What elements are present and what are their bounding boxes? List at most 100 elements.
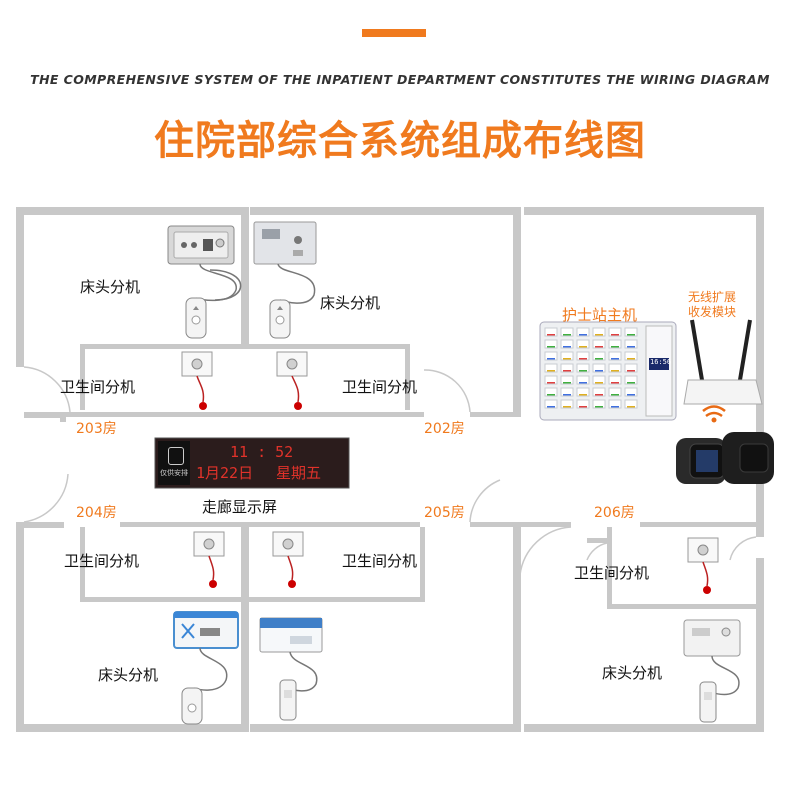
nurse-host-indicator bbox=[627, 394, 635, 396]
nurse-host-indicator bbox=[563, 370, 571, 372]
nurse-host-key bbox=[592, 327, 606, 337]
nurse-host-key bbox=[592, 363, 606, 373]
nurse-host-key bbox=[624, 351, 638, 361]
nurse-host-indicator bbox=[563, 406, 571, 408]
nurse-host-indicator bbox=[579, 334, 587, 336]
nurse-host-key bbox=[560, 339, 574, 349]
nurse-host-indicator bbox=[627, 346, 635, 348]
led-date: 1月22日 bbox=[196, 464, 254, 482]
nurse-host-indicator bbox=[547, 334, 555, 336]
nurse-host-indicator bbox=[595, 394, 603, 396]
nurse-host-indicator bbox=[579, 370, 587, 372]
led-weekday: 星期五 bbox=[276, 464, 322, 482]
wireless-label-line2: 收发模块 bbox=[688, 305, 737, 319]
room-label-203: 203房 bbox=[76, 421, 117, 437]
led-logo-text: 仅供安排 bbox=[160, 469, 188, 477]
nurse-host-indicator bbox=[595, 334, 603, 336]
nurse-host-key bbox=[576, 339, 590, 349]
bedside-label-203: 床头分机 bbox=[80, 278, 141, 296]
accent-bar bbox=[362, 29, 426, 37]
bedside-label-206: 床头分机 bbox=[602, 664, 663, 682]
nurse-host-indicator bbox=[611, 346, 619, 348]
nurse-host-indicator bbox=[563, 358, 571, 360]
nurse-host-key bbox=[544, 327, 558, 337]
nurse-host-key bbox=[560, 387, 574, 397]
nurse-host-key bbox=[624, 363, 638, 373]
bathroom-label-204: 卫生间分机 bbox=[64, 552, 140, 570]
nurse-host-key bbox=[576, 399, 590, 409]
nurse-host-indicator bbox=[595, 370, 603, 372]
nurse-host-key bbox=[576, 327, 590, 337]
nurse-host-key bbox=[592, 399, 606, 409]
wireless-label-line1: 无线扩展 bbox=[688, 290, 737, 304]
room-label-202: 202房 bbox=[424, 421, 465, 437]
nurse-host-key bbox=[608, 327, 622, 337]
nurse-host-indicator bbox=[627, 358, 635, 360]
nurse-host-key bbox=[624, 399, 638, 409]
nurse-host-key bbox=[544, 375, 558, 385]
nurse-host-screen-time: 16:56 bbox=[650, 358, 672, 366]
nurse-host-key bbox=[608, 375, 622, 385]
nurse-host-key bbox=[624, 375, 638, 385]
door-swings bbox=[23, 366, 757, 576]
corridor-display-label: 走廊显示屏 bbox=[202, 498, 278, 516]
nurse-host-key bbox=[576, 387, 590, 397]
bedside-unit-205 bbox=[259, 617, 323, 721]
nurse-host-key bbox=[576, 351, 590, 361]
nurse-host-key bbox=[624, 339, 638, 349]
nurse-host-indicator bbox=[579, 346, 587, 348]
walls bbox=[16, 207, 764, 732]
bedside-label-204: 床头分机 bbox=[98, 666, 159, 684]
bedside-unit-203 bbox=[167, 225, 242, 339]
nurse-host-key bbox=[592, 375, 606, 385]
nurse-host-indicator bbox=[627, 382, 635, 384]
pull-cord-204 bbox=[193, 531, 225, 588]
nurse-host-key bbox=[560, 363, 574, 373]
smart-watches bbox=[676, 432, 774, 484]
nurse-host-indicator bbox=[579, 394, 587, 396]
pull-cord-203 bbox=[181, 351, 213, 410]
nurse-host-key bbox=[560, 375, 574, 385]
room-label-206: 206房 bbox=[594, 505, 635, 521]
pull-cord-206 bbox=[687, 537, 719, 594]
led-logo-icon bbox=[168, 447, 184, 465]
nurse-host-indicator bbox=[547, 406, 555, 408]
wireless-router bbox=[683, 319, 763, 423]
nurse-host-indicator bbox=[579, 406, 587, 408]
room-label-204: 204房 bbox=[76, 505, 117, 521]
nurse-host-indicator bbox=[611, 370, 619, 372]
nurse-host-key bbox=[544, 339, 558, 349]
nurse-host-indicator bbox=[579, 358, 587, 360]
nurse-host-key bbox=[592, 351, 606, 361]
nurse-host-key bbox=[608, 387, 622, 397]
nurse-host-indicator bbox=[627, 334, 635, 336]
nurse-host-key bbox=[560, 399, 574, 409]
nurse-host-indicator bbox=[595, 382, 603, 384]
nurse-host-key bbox=[624, 327, 638, 337]
nurse-station-host bbox=[539, 321, 677, 421]
nurse-host-key bbox=[608, 399, 622, 409]
nurse-host-key bbox=[544, 351, 558, 361]
nurse-host-key bbox=[544, 387, 558, 397]
nurse-host-indicator bbox=[611, 394, 619, 396]
pull-cord-202 bbox=[276, 351, 308, 410]
nurse-host-key bbox=[560, 351, 574, 361]
bedside-unit-206 bbox=[683, 619, 741, 723]
bedside-unit-204 bbox=[173, 611, 239, 725]
nurse-host-indicator bbox=[627, 406, 635, 408]
nurse-host-key bbox=[624, 387, 638, 397]
pull-cord-205 bbox=[272, 531, 304, 588]
nurse-host-indicator bbox=[579, 382, 587, 384]
led-time: 11 : 52 bbox=[230, 443, 294, 461]
nurse-host-indicator bbox=[563, 346, 571, 348]
bathroom-label-202: 卫生间分机 bbox=[342, 378, 418, 396]
nurse-host-indicator bbox=[595, 346, 603, 348]
nurse-host-indicator bbox=[611, 358, 619, 360]
nurse-host-indicator bbox=[595, 358, 603, 360]
nurse-station-label: 护士站主机 bbox=[562, 306, 638, 324]
nurse-host-indicator bbox=[563, 382, 571, 384]
nurse-host-indicator bbox=[547, 394, 555, 396]
nurse-host-indicator bbox=[563, 334, 571, 336]
nurse-host-indicator bbox=[611, 382, 619, 384]
